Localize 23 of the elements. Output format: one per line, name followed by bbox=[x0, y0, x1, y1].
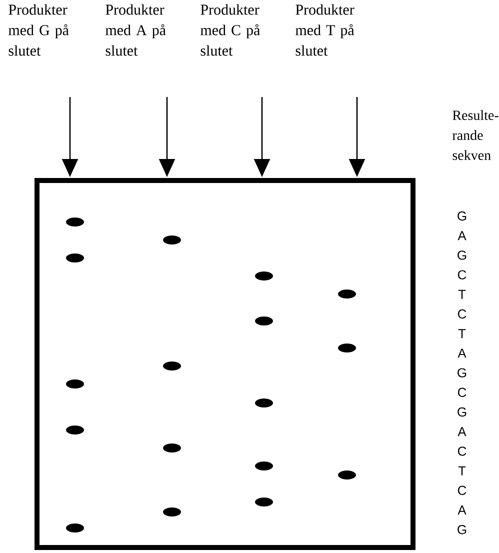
sequence-letter: C bbox=[458, 388, 466, 397]
lane-heading: Produkter med C på slutet bbox=[200, 4, 260, 56]
sequence-letter: T bbox=[458, 466, 466, 476]
sequence-letter: G bbox=[458, 211, 466, 221]
sequence-letter: G bbox=[458, 250, 466, 260]
lane-heading: Produkter med G på slutet bbox=[8, 4, 69, 56]
lane-heading: Produkter med A på slutet bbox=[106, 4, 166, 56]
lane-heading: Produkter med T på slutet bbox=[296, 4, 354, 56]
sequence-letter: A bbox=[458, 348, 466, 358]
sequence-letter: C bbox=[458, 446, 466, 456]
sequence-letter: C bbox=[458, 309, 466, 319]
sequence-letter: G bbox=[458, 368, 466, 378]
sequence-letter: T bbox=[458, 329, 466, 338]
sequence-letter: A bbox=[458, 506, 466, 514]
sequence-letter: C bbox=[458, 270, 466, 280]
sequence-letter: A bbox=[458, 231, 466, 240]
column-heading: Resulte- rande sekven bbox=[452, 110, 498, 160]
sequence-letter: T bbox=[458, 290, 466, 299]
sequence-letter: G bbox=[458, 407, 466, 417]
sequence-letter: G bbox=[458, 525, 466, 534]
sequence-letter: A bbox=[458, 427, 466, 436]
sequence-letter: C bbox=[458, 486, 466, 495]
gel-box bbox=[34, 178, 416, 550]
